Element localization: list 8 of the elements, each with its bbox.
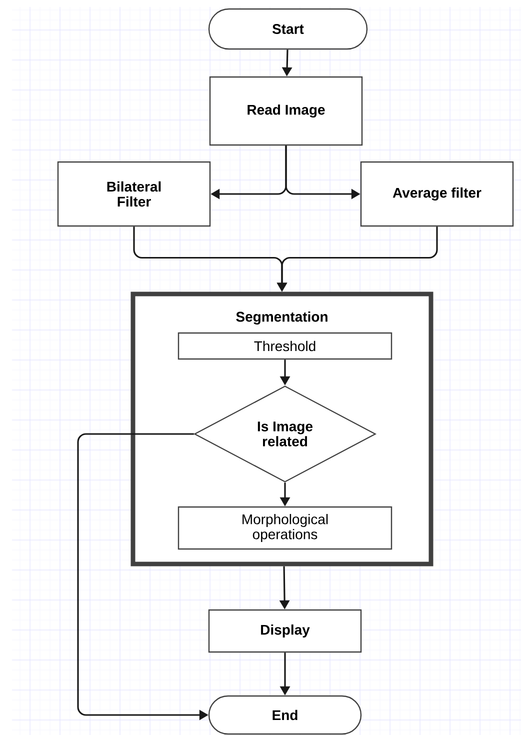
process-box: Read Image	[209, 76, 363, 146]
terminal-oval: End	[208, 695, 362, 735]
process-box: Display	[208, 609, 362, 653]
process-box: Bilateral Filter	[57, 161, 211, 227]
node-label: End	[272, 710, 298, 720]
process-box: Average filter	[360, 161, 514, 227]
process-box: Threshold	[178, 332, 392, 360]
process-box: Morphological operations	[178, 506, 392, 550]
